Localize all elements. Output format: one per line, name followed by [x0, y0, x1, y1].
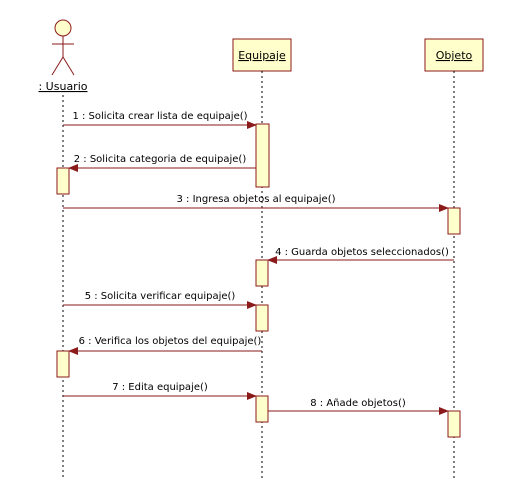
activation-usuario-2	[56, 350, 70, 378]
message-3[interactable]: 3 : Ingresa objetos al equipaje()	[63, 194, 449, 212]
message-label: 3 : Ingresa objetos al equipaje()	[176, 194, 335, 205]
message-label: 5 : Solicita verificar equipaje()	[85, 291, 236, 302]
activation-equipaje-3	[255, 304, 269, 332]
message-label: 8 : Añade objetos()	[310, 398, 406, 409]
message-label: 6 : Verifica los objetos del equipaje()	[79, 336, 262, 347]
actor-label: : Usuario	[38, 80, 87, 93]
actor-head-icon	[54, 19, 72, 37]
object-label: Equipaje	[238, 49, 286, 62]
object-box	[424, 38, 484, 72]
message-label: 4 : Guarda objetos seleccionados()	[275, 247, 449, 258]
message-label: 1 : Solicita crear lista de equipaje()	[72, 111, 247, 122]
activation-equipaje-1	[255, 123, 270, 188]
object-box	[232, 38, 292, 72]
activation-usuario-1	[56, 167, 70, 195]
object-objeto[interactable]: Objeto	[424, 38, 484, 72]
message-1[interactable]: 1 : Solicita crear lista de equipaje()	[63, 111, 257, 129]
activation-objeto-2	[447, 410, 461, 438]
actor-right-leg	[62, 56, 75, 76]
message-7[interactable]: 7 : Edita equipaje()	[63, 382, 257, 400]
message-label: 2 : Solicita categoria de equipaje()	[74, 154, 247, 165]
object-label: Objeto	[436, 49, 473, 62]
object-equipaje[interactable]: Equipaje	[232, 38, 292, 72]
message-2[interactable]: 2 : Solicita categoria de equipaje()	[68, 154, 256, 172]
activation-equipaje-2	[255, 259, 269, 287]
message-8[interactable]: 8 : Añade objetos()	[268, 398, 449, 415]
activation-equipaje-4	[255, 395, 269, 423]
actor-left-leg	[51, 56, 64, 76]
actor-usuario[interactable]: : Usuario	[38, 19, 88, 93]
activation-objeto-1	[447, 207, 461, 235]
message-4[interactable]: 4 : Guarda objetos seleccionados()	[267, 247, 454, 264]
message-label: 7 : Edita equipaje()	[112, 382, 208, 393]
message-5[interactable]: 5 : Solicita verificar equipaje()	[63, 291, 257, 309]
message-6[interactable]: 6 : Verifica los objetos del equipaje()	[68, 336, 262, 355]
